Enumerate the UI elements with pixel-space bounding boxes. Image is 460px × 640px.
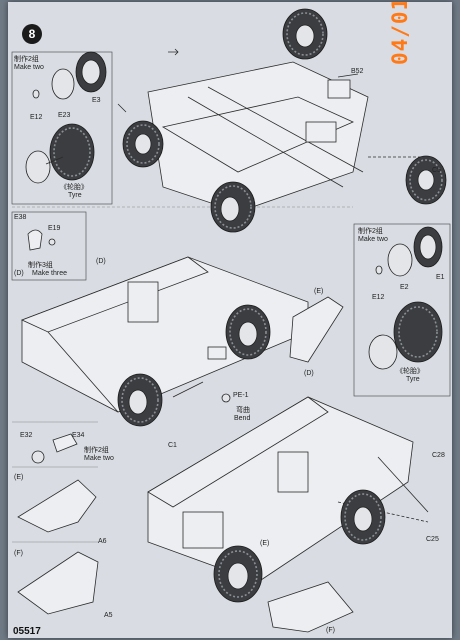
e32-make: Make two [84, 455, 114, 462]
f-panel-drawing [17, 551, 99, 615]
part-e32: E32 [20, 432, 33, 439]
part-e3: E3 [92, 97, 101, 104]
part-c1: C1 [168, 442, 177, 449]
part-a5: A5 [104, 612, 113, 619]
tyre-lower-rear [340, 489, 386, 545]
bend-cn: 弯曲 [236, 407, 250, 414]
hull-middle-drawing [20, 256, 309, 413]
chassis-drawing [147, 61, 428, 213]
e32-inset [31, 433, 78, 464]
label-d-mid: (D) [304, 370, 314, 377]
e-panel-tag: (E) [14, 474, 24, 481]
tyre-top-center [282, 8, 328, 60]
wheel-top-make-cn: 制作2组 [14, 56, 39, 63]
label-f-bottom: (F) [326, 627, 335, 634]
part-e-panel [289, 296, 344, 363]
label-d-top: (D) [96, 258, 106, 265]
wheel-top-make: Make two [14, 64, 44, 71]
wheel-right-tyre: Tyre [406, 376, 420, 383]
part-e1: E1 [436, 274, 445, 281]
d-assembly-tag: (D) [14, 270, 24, 277]
part-b52: B52 [351, 68, 364, 75]
d-assembly-make: Make three [32, 270, 68, 277]
d-assembly-make-cn: 制作3组 [28, 262, 53, 269]
tyre-top-right [405, 155, 447, 205]
wheel-right-make: Make two [358, 236, 388, 243]
wheel-right-make-cn: 制作2组 [358, 228, 383, 235]
part-e-bottom-panel [267, 581, 354, 633]
part-c5: C5 [432, 167, 441, 174]
f-panel-tag: (F) [14, 550, 23, 557]
tyre-middle-front [117, 373, 163, 427]
page-number: 05517 [13, 626, 41, 637]
part-e12-top: E12 [30, 114, 43, 121]
e38-inset [11, 211, 87, 281]
e32-make-cn: 制作2组 [84, 447, 109, 454]
wheel-top-tyre: Tyre [68, 192, 82, 199]
wheel-right-tyre-cn: 《轮胎》 [396, 368, 424, 375]
date-stamp: 04/01/2013 [388, 2, 416, 157]
part-e23: E23 [58, 112, 71, 119]
part-e19: E19 [48, 225, 61, 232]
bend-label: Bend [234, 415, 251, 422]
label-e-top: (E) [314, 288, 324, 295]
part-a6: A6 [98, 538, 107, 545]
wheel-top-tyre-cn: 《轮胎》 [60, 184, 88, 191]
pe1-bend-marker [221, 393, 231, 403]
wheel-inset-right [353, 223, 451, 397]
part-pe1: PE-1 [233, 392, 249, 399]
wheel-inset-top [11, 51, 113, 205]
part-c25: C25 [426, 536, 439, 543]
label-e-bottom: (E) [260, 540, 270, 547]
hull-lower-drawing [147, 396, 429, 583]
tyre-middle-rear [225, 304, 271, 360]
tyre-top-bottom [210, 181, 256, 233]
part-e12-right: E12 [372, 294, 385, 301]
e-panel-drawing [17, 479, 97, 533]
tyre-lower-front [213, 545, 263, 603]
instruction-sheet: 8 04/01/2013 制作2组 Make two E3 E12 E23 《轮… [8, 2, 452, 638]
step-number-badge: 8 [22, 24, 42, 44]
tyre-top-left [122, 120, 164, 168]
part-e38: E38 [14, 214, 27, 221]
assembly-drawing [11, 8, 451, 633]
part-c28: C28 [432, 452, 445, 459]
part-e34: E34 [72, 432, 85, 439]
part-e2: E2 [400, 284, 409, 291]
